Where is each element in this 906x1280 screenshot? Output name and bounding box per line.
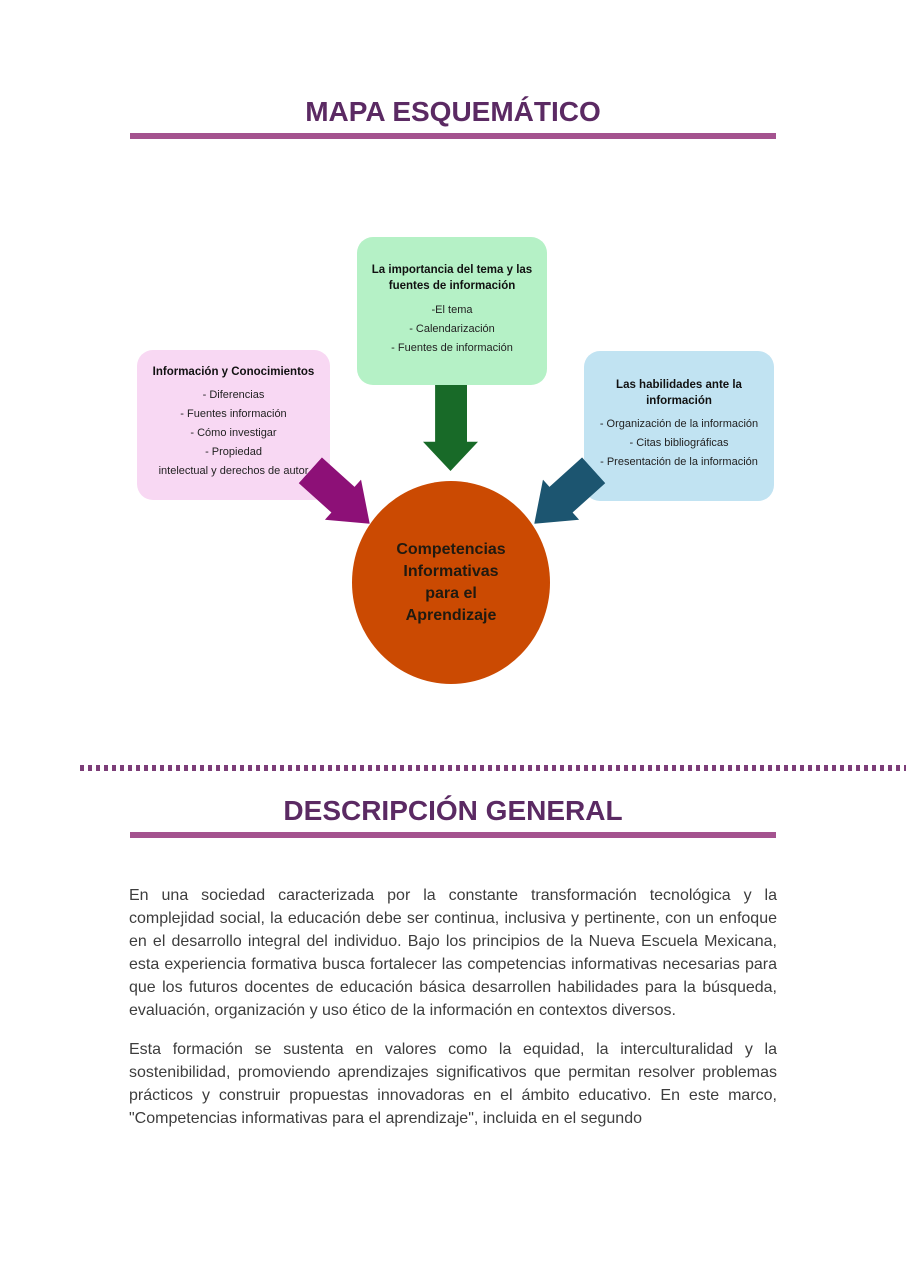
map-section-header: MAPA ESQUEMÁTICO [130, 0, 776, 139]
box-item-list: - Diferencias - Fuentes información - Có… [141, 386, 326, 481]
circle-text-line: Informativas [403, 562, 499, 580]
heading-rule [130, 832, 776, 838]
box-item-list: -El tema - Calendarización - Fuentes de … [365, 301, 539, 358]
list-item: -El tema [431, 304, 473, 316]
circle-text-line: Competencias [396, 540, 506, 558]
description-body: En una sociedad caracterizada por la con… [129, 884, 777, 1130]
information-skills-box: Las habilidades ante la información - Or… [584, 351, 774, 501]
list-item: - Fuentes información [180, 408, 287, 420]
box-title: Las habilidades ante la información [616, 379, 742, 407]
list-item: intelectual y derechos de autor [158, 465, 309, 477]
list-item: - Presentación de la información [600, 456, 758, 468]
circle-text-line: para el [425, 584, 477, 602]
page-title: MAPA ESQUEMÁTICO [305, 96, 601, 127]
list-item: - Diferencias [202, 389, 265, 401]
schematic-map-diagram: La importancia del tema y las fuentes de… [0, 139, 906, 765]
list-item: - Propiedad [205, 446, 262, 458]
dotted-divider [80, 765, 906, 771]
topic-sources-box: La importancia del tema y las fuentes de… [357, 237, 547, 385]
list-item: - Citas bibliográficas [629, 437, 729, 449]
list-item: - Fuentes de información [391, 342, 513, 354]
list-item: - Cómo investigar [190, 427, 277, 439]
information-knowledge-box: Información y Conocimientos - Diferencia… [137, 350, 330, 500]
heading-rule [130, 133, 776, 139]
list-item: - Organización de la información [599, 418, 759, 430]
section-title: DESCRIPCIÓN GENERAL [283, 795, 623, 826]
central-concept-circle: Competencias Informativas para el Aprend… [352, 481, 550, 684]
circle-text-line: Aprendizaje [405, 606, 497, 624]
down-arrow-icon [423, 385, 478, 471]
box-title: La importancia del tema y las fuentes de… [371, 264, 533, 292]
paragraph: En una sociedad caracterizada por la con… [129, 887, 777, 1019]
description-section-header: DESCRIPCIÓN GENERAL [130, 795, 776, 838]
box-title: Información y Conocimientos [152, 366, 315, 378]
paragraph: Esta formación se sustenta en valores co… [129, 1041, 777, 1127]
list-item: - Calendarización [409, 323, 495, 335]
box-item-list: - Organización de la información - Citas… [586, 415, 772, 472]
